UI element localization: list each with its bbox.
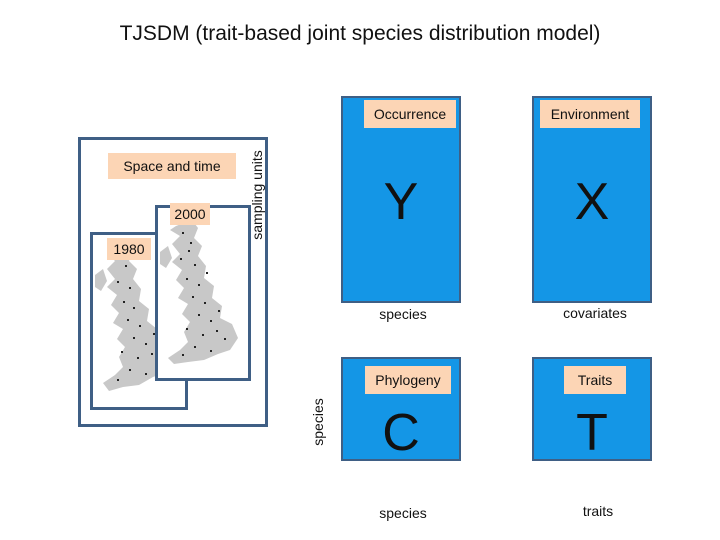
occurrence-header: Occurrence [364, 100, 456, 128]
phylogeny-letter: C [382, 404, 420, 462]
traits-letter: T [576, 404, 608, 462]
occurrence-letter: Y [383, 173, 419, 231]
occurrence-footer: species [379, 306, 427, 322]
phylogeny-header: Phylogeny [365, 366, 451, 394]
britain-map-2000 [160, 220, 238, 364]
year-label-1980: 1980 [107, 238, 151, 260]
phylogeny-footer: species [379, 505, 427, 521]
traits-footer: traits [582, 503, 614, 519]
space-time-label: Space and time [108, 153, 236, 179]
species-rows-label: species [310, 398, 326, 446]
environment-footer: covariates [563, 305, 627, 321]
map-2000 [155, 205, 251, 381]
environment-header: Environment [540, 100, 640, 128]
sampling-units-label: sampling units [249, 150, 265, 240]
occurrence-matrix [341, 96, 461, 303]
diagram-title: TJSDM (trait-based joint species distrib… [119, 22, 601, 45]
traits-header: Traits [564, 366, 626, 394]
year-label-2000: 2000 [170, 203, 210, 225]
environment-letter: X [574, 173, 610, 231]
environment-matrix [532, 96, 652, 303]
